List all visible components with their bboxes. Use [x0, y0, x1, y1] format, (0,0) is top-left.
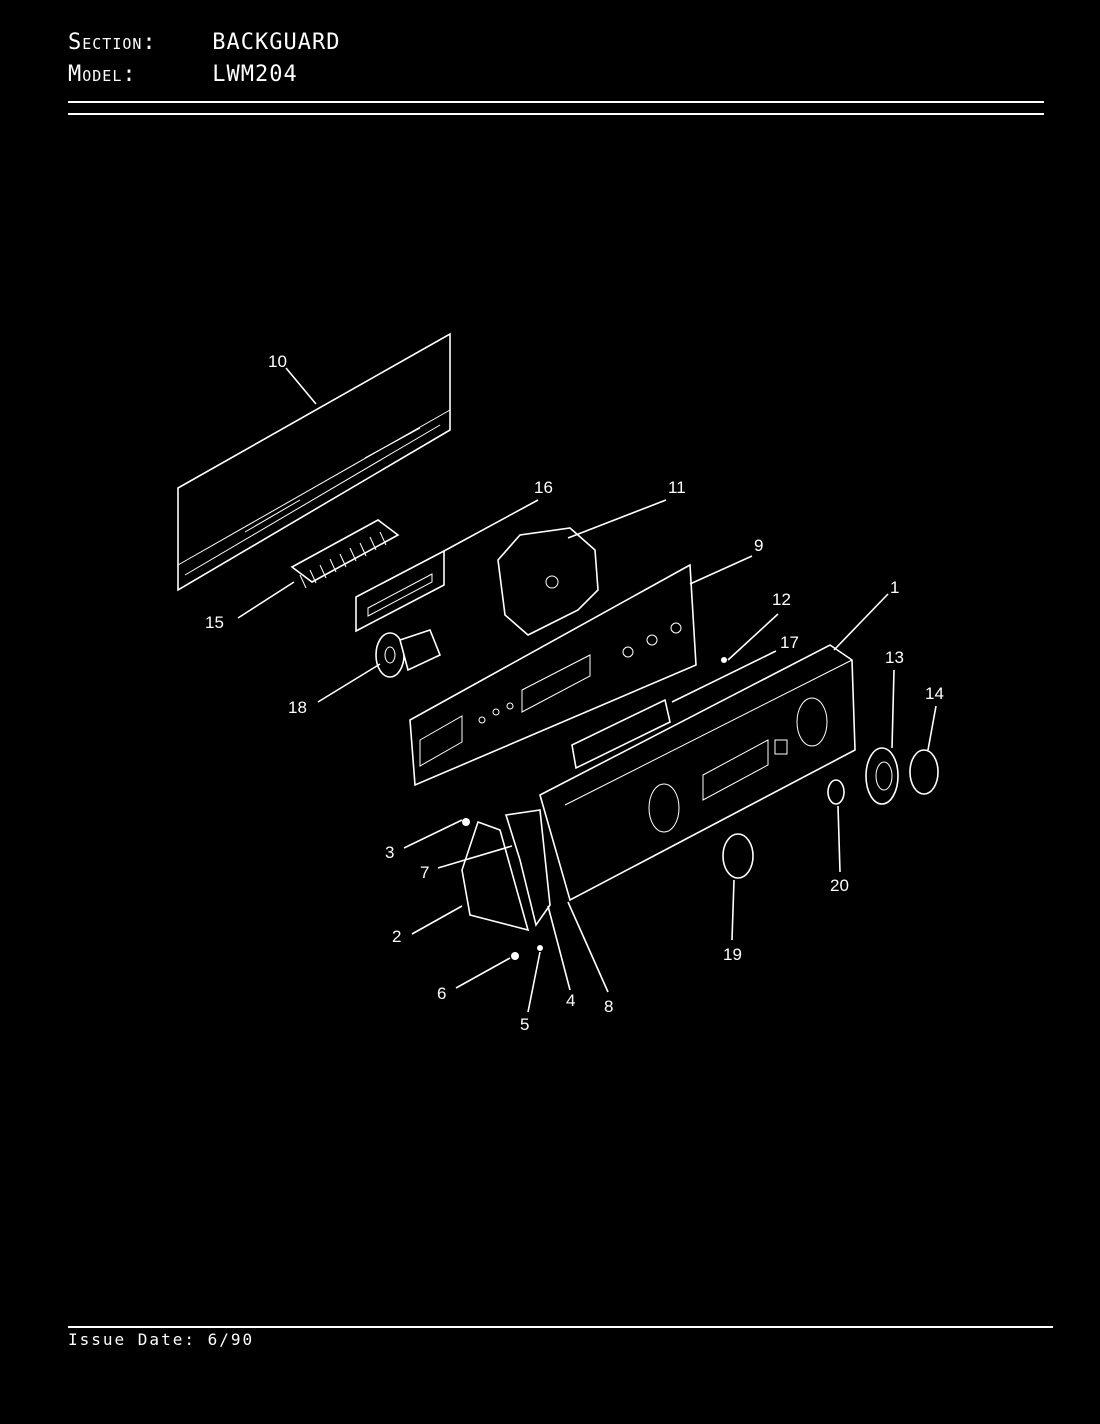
- callout-1: 1: [890, 578, 899, 597]
- part-8-trim-strip: [504, 809, 551, 927]
- part-10-back-panel: [177, 332, 451, 592]
- callout-labels: 1 2 3 4 5 6 7 8 9 10 11 12 13 14 15 16 1…: [205, 352, 944, 1034]
- part-16-bezel: [355, 549, 445, 633]
- callout-20: 20: [830, 876, 849, 895]
- callout-15: 15: [205, 613, 224, 632]
- header-rule-top: [68, 101, 1044, 103]
- callout-2: 2: [392, 927, 401, 946]
- model-title: Model: LWM204: [68, 62, 298, 87]
- callout-4: 4: [566, 991, 575, 1010]
- header-rule-bottom: [68, 113, 1044, 115]
- part-14-knob: [909, 749, 939, 795]
- callout-11: 11: [668, 478, 686, 497]
- part-2-end-cap: [461, 820, 530, 932]
- part-6-fastener: [511, 952, 519, 960]
- part-5-screw: [537, 945, 543, 951]
- callout-7: 7: [420, 863, 429, 882]
- callout-9: 9: [754, 536, 763, 555]
- callout-16: 16: [534, 478, 553, 497]
- part-9-control-panel-frame: [409, 563, 697, 787]
- model-key: Model:: [68, 62, 137, 87]
- part-15-terminal-block: [290, 519, 400, 589]
- callout-8: 8: [604, 997, 613, 1016]
- callout-17: 17: [780, 633, 799, 652]
- callout-5: 5: [520, 1015, 529, 1034]
- callout-3: 3: [385, 843, 394, 862]
- part-20-knob: [827, 779, 845, 805]
- callout-13: 13: [885, 648, 904, 667]
- part-1-console: [539, 644, 856, 902]
- callout-18: 18: [288, 698, 307, 717]
- part-12-screw: [721, 657, 727, 663]
- part-13-dial: [865, 747, 899, 805]
- part-17-overlay: [571, 698, 671, 770]
- model-value: LWM204: [212, 62, 298, 87]
- issue-date: Issue Date: 6/90: [68, 1330, 255, 1349]
- part-19-knob: [722, 833, 754, 879]
- callout-10: 10: [268, 352, 287, 371]
- part-3-fastener: [462, 818, 470, 826]
- footer-rule: [68, 1326, 1053, 1328]
- part-18-timer: [375, 629, 442, 678]
- callout-14: 14: [925, 684, 944, 703]
- part-11-switch-housing: [497, 527, 599, 636]
- section-key: Section:: [68, 30, 157, 55]
- callout-6: 6: [437, 984, 446, 1003]
- callout-12: 12: [772, 590, 791, 609]
- callout-19: 19: [723, 945, 742, 964]
- leader-lines: [237, 367, 937, 1013]
- section-value: BACKGUARD: [212, 30, 341, 55]
- section-title: Section: BACKGUARD: [68, 30, 340, 55]
